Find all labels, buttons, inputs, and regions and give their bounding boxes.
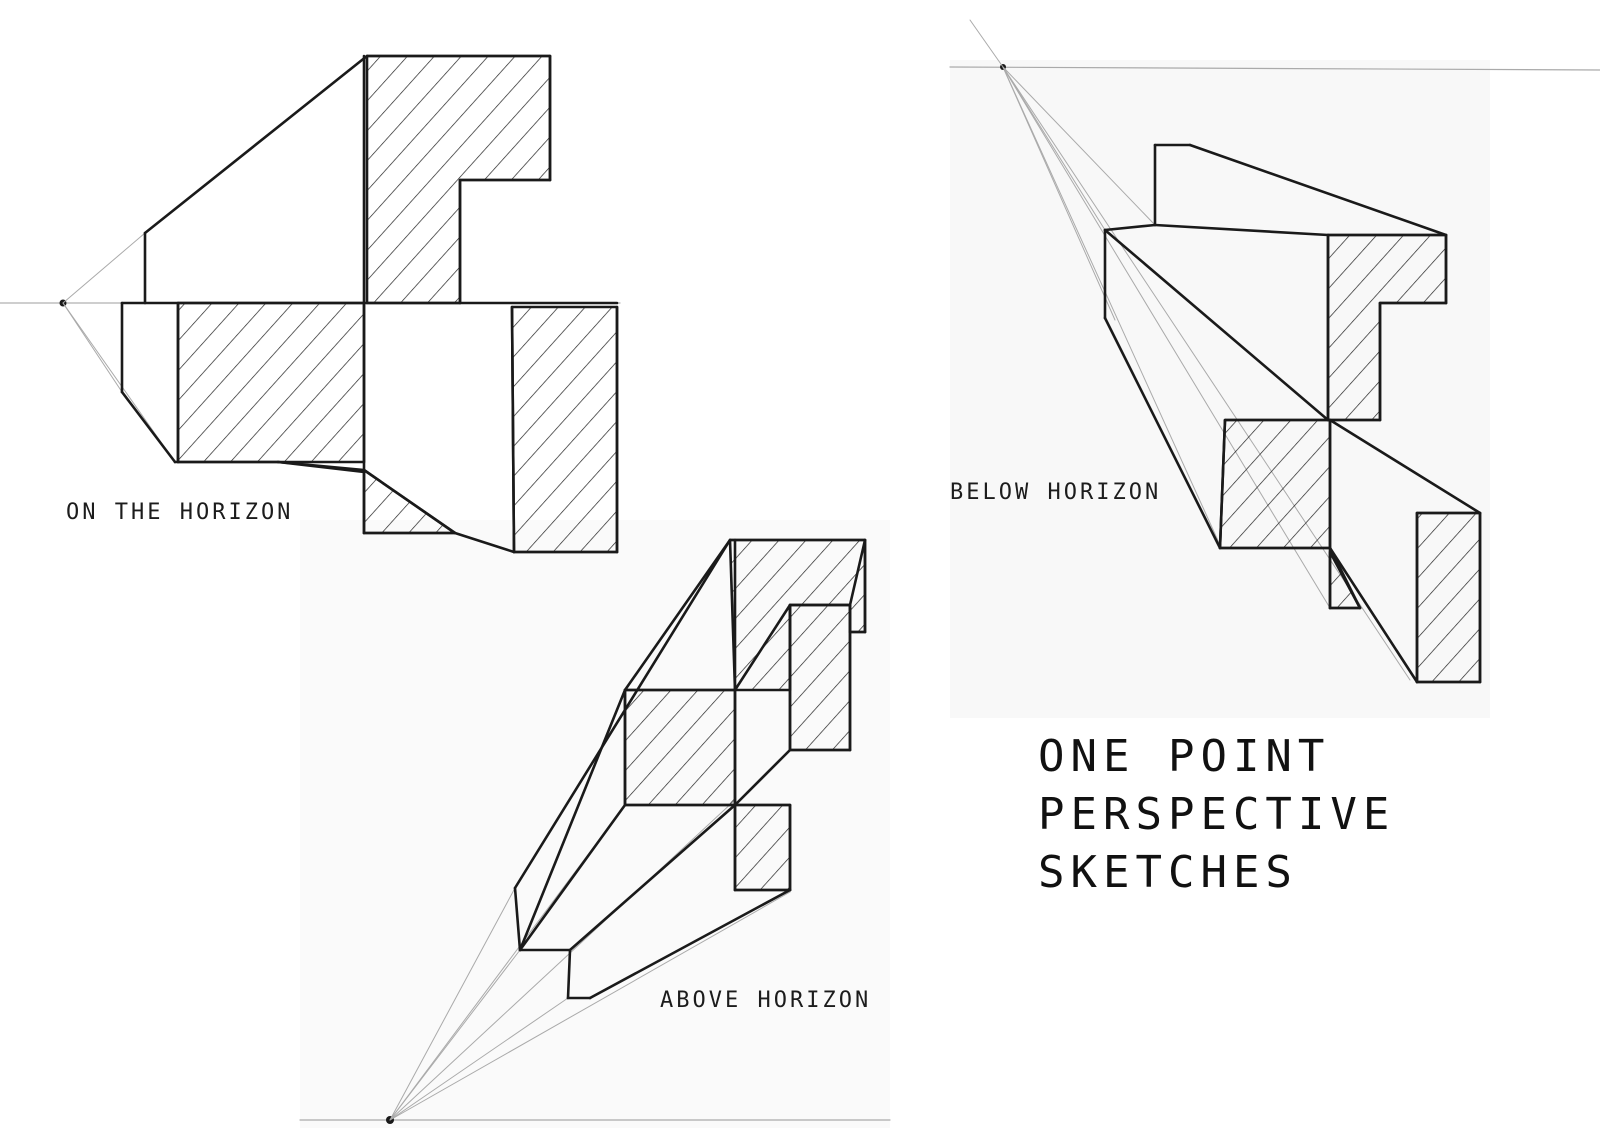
panel-below-horizon — [950, 60, 1490, 718]
hatched-face-lower-left — [1218, 418, 1332, 550]
hatched-face-left — [623, 688, 737, 807]
hatched-face-inner — [788, 603, 852, 752]
horizon-line — [949, 66, 1600, 71]
sketch-below-horizon — [949, 19, 1600, 684]
title-line-3: SKETCHES — [1038, 847, 1298, 898]
hatched-face-right — [510, 305, 619, 554]
hatched-face-lower — [733, 803, 792, 892]
sheet-title: ONE POINT PERSPECTIVE SKETCHES — [1038, 728, 1395, 902]
hatched-face-lower-right — [1415, 511, 1482, 684]
title-line-2: PERSPECTIVE — [1038, 789, 1396, 840]
label-on-the-horizon: ON THE HORIZON — [66, 500, 294, 525]
hatched-face-middle — [176, 301, 366, 464]
label-below-horizon: BELOW HORIZON — [950, 480, 1162, 505]
sketch-on-horizon — [0, 54, 621, 554]
label-above-horizon: ABOVE HORIZON — [660, 988, 872, 1013]
title-line-1: ONE POINT — [1038, 731, 1331, 782]
sketch-above-horizon — [299, 538, 891, 1124]
